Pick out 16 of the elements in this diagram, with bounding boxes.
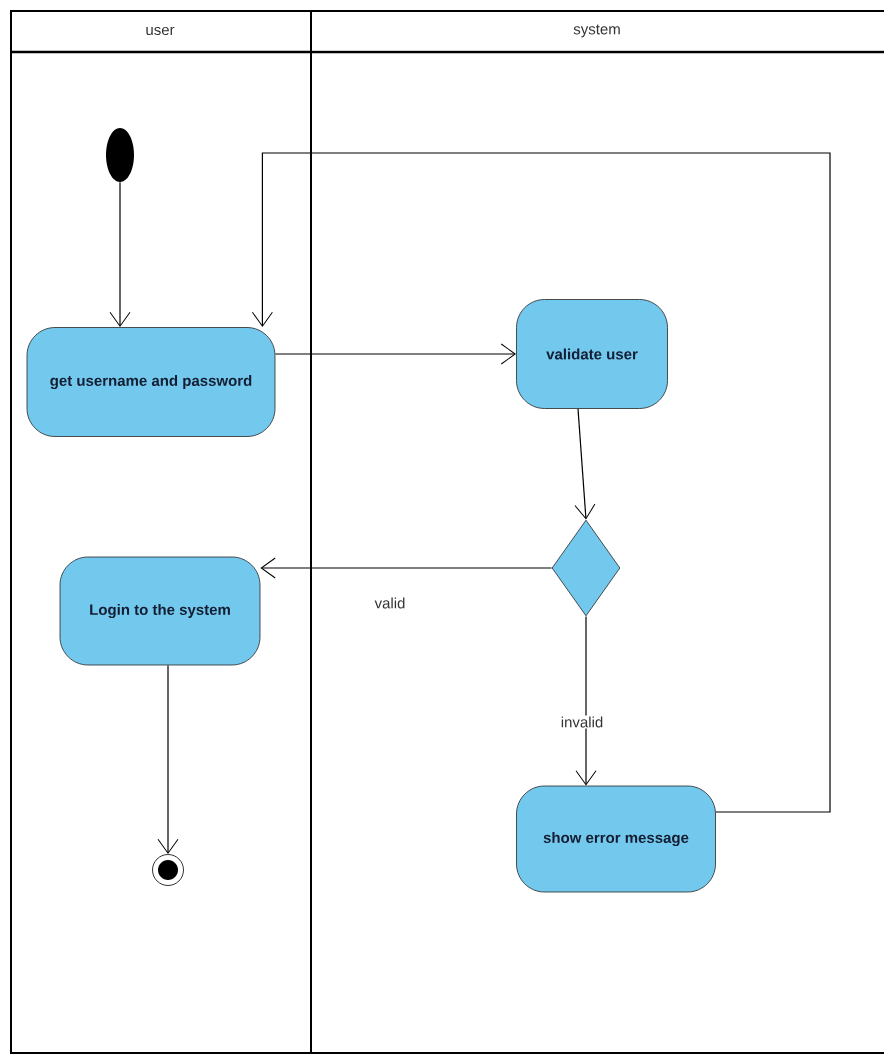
activity-box: validate user — [516, 299, 668, 409]
decision-diamond — [551, 519, 621, 617]
activity-box: show error message — [516, 785, 716, 893]
arrow — [109, 181, 131, 327]
arrow — [575, 615, 597, 786]
edge-label: invalid — [559, 715, 605, 729]
end-node — [152, 854, 184, 886]
edge-label: valid — [373, 596, 407, 610]
start-node — [106, 128, 134, 182]
activity-box: get username and password — [26, 327, 276, 437]
activity-box: Login to the system — [59, 556, 261, 666]
arrow — [251, 152, 831, 813]
arrow — [157, 664, 179, 854]
arrow — [260, 557, 553, 579]
arrow — [274, 343, 516, 365]
arrow — [574, 408, 596, 520]
